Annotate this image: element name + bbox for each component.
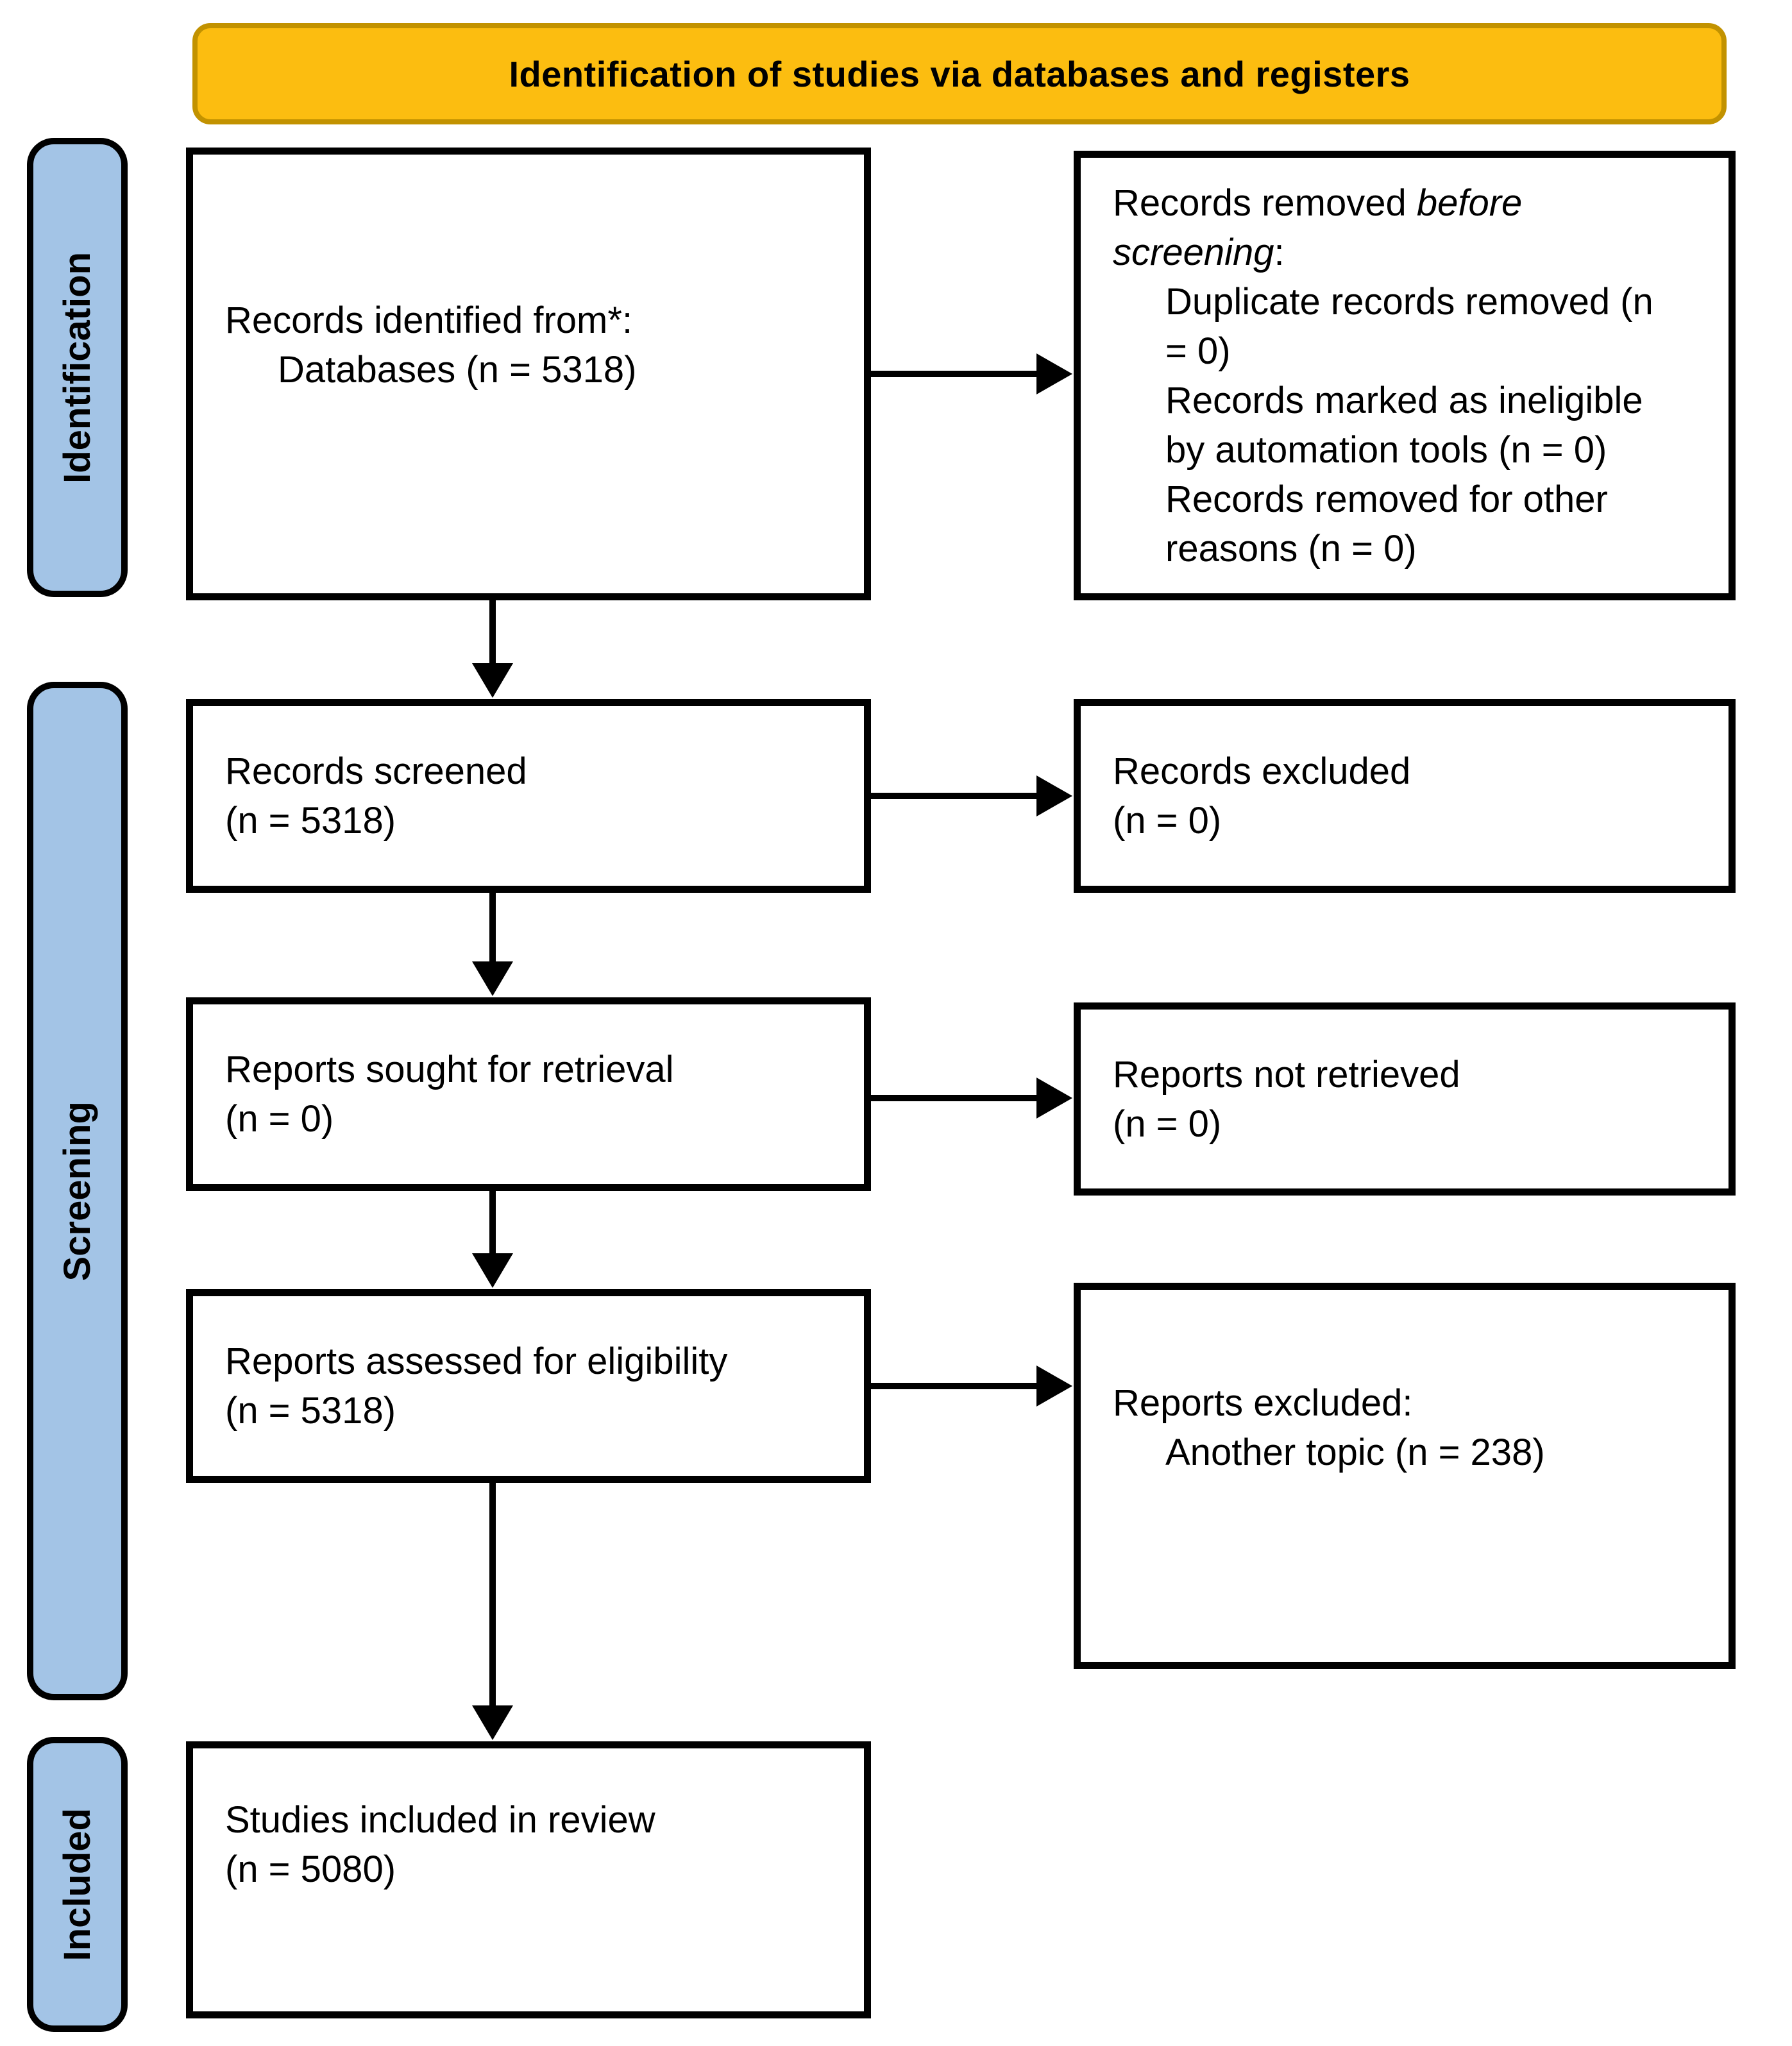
box-text-segment: Records marked as ineligible [1165,379,1643,421]
stage-label-screening: Screening [27,682,128,1700]
box-text-line: = 0) [1113,326,1712,376]
arrow-assessed-to-reports-excluded-head [1036,1365,1072,1407]
box-text-segment: by automation tools (n = 0) [1165,428,1607,471]
box-text-segment: Reports assessed for eligibility [225,1340,728,1382]
box-text-segment: reasons (n = 0) [1165,527,1417,570]
box-text-segment: screening [1113,231,1274,273]
box-text-line: (n = 5318) [225,796,847,845]
box-text-line: Records marked as ineligible [1113,376,1712,425]
box-text-line: Reports not retrieved [1113,1050,1712,1099]
arrow-screened-to-excluded-head [1036,775,1072,816]
box-text-line: Reports assessed for eligibility [225,1337,847,1386]
box-text-line: Records screened [225,747,847,796]
arrow-screened-to-sought-head [472,961,513,996]
box-records-excluded: Records excluded (n = 0) [1074,699,1736,893]
box-text-segment: = 0) [1165,330,1231,372]
box-text-segment: Reports sought for retrieval [225,1049,674,1090]
stage-label-identification: Identification [27,138,128,597]
stage-label-screening-text: Screening [56,1101,98,1281]
box-text-segment: Records removed [1113,182,1417,224]
box-text-segment: Studies included in review [225,1799,655,1841]
box-text-segment: Databases (n = 5318) [278,349,637,391]
box-text-line: Reports excluded: [1113,1378,1712,1428]
box-records-identified: Records identified from*: Databases (n = … [186,148,871,600]
box-text-segment: (n = 0) [1113,800,1222,841]
arrow-identified-to-removed-head [1036,353,1072,394]
box-text-line: Records identified from*: [225,296,847,345]
box-text-segment: : [1274,231,1285,273]
stage-label-included: Included [27,1737,128,2032]
box-text-segment: (n = 5318) [225,800,396,841]
banner: Identification of studies via databases … [192,23,1727,124]
box-text-segment: before [1416,182,1523,224]
box-reports-not-retrieved: Reports not retrieved (n = 0) [1074,1002,1736,1196]
box-text-line: Studies included in review [225,1795,847,1845]
box-text-line: (n = 5080) [225,1845,847,1894]
box-reports-assessed-for-eligibility: Reports assessed for eligibility (n = 531… [186,1289,871,1483]
stage-label-included-text: Included [56,1807,98,1961]
box-text-segment: Records excluded [1113,750,1411,792]
box-reports-excluded: Reports excluded: Another topic (n = 238) [1074,1283,1736,1669]
box-text-line: screening: [1113,228,1712,277]
box-reports-sought-for-retrieval: Reports sought for retrieval (n = 0) [186,997,871,1191]
box-text-line: by automation tools (n = 0) [1113,425,1712,475]
box-text-line: Databases (n = 5318) [225,345,847,394]
box-text-segment: Records identified from*: [225,300,633,341]
box-text-line: (n = 0) [1113,796,1712,845]
arrow-assessed-to-included-head [472,1705,513,1740]
box-text-line: Another topic (n = 238) [1113,1428,1712,1477]
stage-label-identification-text: Identification [56,251,98,484]
box-text-segment: Reports not retrieved [1113,1053,1460,1095]
box-text-segment: Another topic (n = 238) [1165,1432,1545,1473]
box-text-segment: (n = 0) [1113,1103,1222,1145]
arrow-sought-to-assessed-head [472,1253,513,1288]
box-text-segment: (n = 5318) [225,1390,396,1432]
box-text-segment: Records removed for other [1165,478,1608,520]
box-text-segment: (n = 5080) [225,1848,396,1890]
box-text-segment: (n = 0) [225,1098,334,1140]
arrow-sought-to-not-retrieved-head [1036,1078,1072,1119]
arrow-identified-to-screened-head [472,663,513,698]
banner-title: Identification of studies via databases … [509,53,1410,94]
box-text-line: Records removed for other [1113,475,1712,524]
box-studies-included-in-review: Studies included in review (n = 5080) [186,1741,871,2018]
box-text-line: Reports sought for retrieval [225,1045,847,1094]
box-text-segment: Duplicate records removed (n [1165,280,1653,323]
box-text-line: reasons (n = 0) [1113,524,1712,573]
box-records-screened: Records screened (n = 5318) [186,699,871,893]
box-text-line: (n = 5318) [225,1386,847,1435]
box-text-line: Duplicate records removed (n [1113,277,1712,326]
box-text-segment: Reports excluded: [1113,1382,1413,1424]
box-text-line: (n = 0) [1113,1099,1712,1149]
box-text-segment: Records screened [225,750,527,792]
box-text-line: (n = 0) [225,1094,847,1144]
box-text-line: Records removed before [1113,178,1712,228]
box-text-line: Records excluded [1113,747,1712,796]
